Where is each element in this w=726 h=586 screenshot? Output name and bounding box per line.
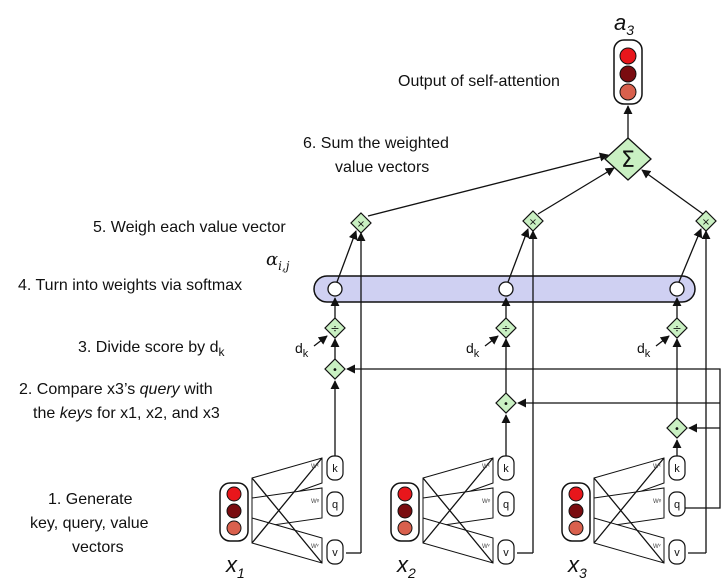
step5-label: 5. Weigh each value vector bbox=[93, 219, 286, 236]
value-box-3: v bbox=[668, 539, 686, 565]
divide-node-1: ÷ bbox=[324, 317, 346, 339]
query-box-3: q bbox=[668, 491, 686, 517]
dot-node-1: • bbox=[324, 358, 346, 380]
input-group-1: Wᵏ Wᵠ Wᵛ k q v x1 bbox=[219, 455, 344, 581]
dk-label-3: dk bbox=[637, 340, 651, 360]
divide-node-3: ÷ bbox=[666, 317, 688, 339]
svg-text:Wᵠ: Wᵠ bbox=[482, 499, 491, 505]
projection-block-2: Wᵏ Wᵠ Wᵛ bbox=[422, 457, 494, 564]
svg-text:Wᵏ: Wᵏ bbox=[311, 463, 320, 470]
input-label-2: x2 bbox=[396, 552, 416, 581]
query-box-2: q bbox=[497, 491, 515, 517]
dk-label-1: dk bbox=[295, 340, 309, 360]
softmax-node-1 bbox=[327, 281, 343, 297]
svg-text:Wᵠ: Wᵠ bbox=[653, 499, 662, 505]
dk-label-2: dk bbox=[466, 340, 480, 360]
multiply-node-2: × bbox=[522, 210, 544, 232]
output-label: Output of self-attention bbox=[398, 73, 560, 90]
svg-text:k: k bbox=[674, 463, 680, 475]
input-label-1: x1 bbox=[225, 552, 245, 581]
vector-cell-mid bbox=[619, 65, 637, 83]
step4-label: 4. Turn into weights via softmax bbox=[18, 277, 242, 294]
svg-text:q: q bbox=[332, 499, 338, 511]
output-vector bbox=[613, 39, 643, 105]
input-vector-1 bbox=[219, 482, 249, 542]
step2-label-line1: 2. Compare x3’s query with bbox=[19, 381, 213, 398]
svg-text:•: • bbox=[674, 424, 680, 435]
step3-label: 3. Divide score by dk bbox=[78, 339, 226, 359]
step2-label-line2: the keys for x1, x2, and x3 bbox=[33, 405, 220, 422]
input-vector-3 bbox=[561, 482, 591, 542]
svg-text:q: q bbox=[674, 499, 680, 511]
svg-text:v: v bbox=[674, 547, 680, 559]
key-box-2: k bbox=[497, 455, 515, 481]
key-box-1: k bbox=[326, 455, 344, 481]
svg-text:÷: ÷ bbox=[672, 322, 681, 335]
softmax-node-3 bbox=[669, 281, 685, 297]
sum-symbol: Σ bbox=[621, 148, 635, 173]
softmax-node-2 bbox=[498, 281, 514, 297]
svg-text:v: v bbox=[503, 547, 509, 559]
svg-text:÷: ÷ bbox=[501, 322, 510, 335]
svg-text:÷: ÷ bbox=[330, 322, 339, 335]
dot-node-3: • bbox=[666, 417, 688, 439]
svg-text:•: • bbox=[332, 365, 338, 376]
svg-text:×: × bbox=[529, 217, 537, 228]
value-box-2: v bbox=[497, 539, 515, 565]
svg-text:Wᵠ: Wᵠ bbox=[311, 499, 320, 505]
vector-cell-top bbox=[619, 47, 637, 65]
svg-text:q: q bbox=[503, 499, 509, 511]
dot-node-2: • bbox=[495, 392, 517, 414]
svg-text:k: k bbox=[503, 463, 509, 475]
step1-label-line2: key, query, value bbox=[30, 515, 149, 532]
input-label-3: x3 bbox=[567, 552, 587, 581]
input-vector-2 bbox=[390, 482, 420, 542]
svg-text:Wᵛ: Wᵛ bbox=[482, 544, 490, 550]
key-box-3: k bbox=[668, 455, 686, 481]
output-vector-label: a3 bbox=[614, 10, 634, 38]
multiply-node-3: × bbox=[695, 210, 717, 232]
divide-node-2: ÷ bbox=[495, 317, 517, 339]
step1-label-line3: vectors bbox=[72, 539, 124, 556]
projection-block-1: Wᵏ Wᵠ Wᵛ bbox=[251, 457, 323, 564]
svg-text:Wᵛ: Wᵛ bbox=[653, 544, 661, 550]
step6-label-line2: value vectors bbox=[335, 159, 429, 176]
step6-label-line1: 6. Sum the weighted bbox=[303, 135, 449, 152]
svg-text:×: × bbox=[702, 217, 710, 228]
value-box-1: v bbox=[326, 539, 344, 565]
svg-text:Wᵏ: Wᵏ bbox=[482, 463, 491, 470]
vector-cell-bottom bbox=[619, 83, 637, 101]
projection-block-3: Wᵏ Wᵠ Wᵛ bbox=[593, 457, 665, 564]
query-box-1: q bbox=[326, 491, 344, 517]
step1-label-line1: 1. Generate bbox=[48, 491, 133, 508]
alpha-label: αi,j bbox=[266, 249, 290, 273]
input-group-3: Wᵏ Wᵠ Wᵛ k q v x3 bbox=[561, 455, 686, 581]
svg-text:Wᵛ: Wᵛ bbox=[311, 544, 319, 550]
svg-text:×: × bbox=[357, 219, 365, 230]
svg-text:Wᵏ: Wᵏ bbox=[653, 463, 662, 470]
svg-text:v: v bbox=[332, 547, 338, 559]
svg-text:k: k bbox=[332, 463, 338, 475]
svg-text:•: • bbox=[503, 399, 509, 410]
input-group-2: Wᵏ Wᵠ Wᵛ k q v x2 bbox=[390, 455, 515, 581]
sum-node: Σ bbox=[604, 137, 652, 181]
